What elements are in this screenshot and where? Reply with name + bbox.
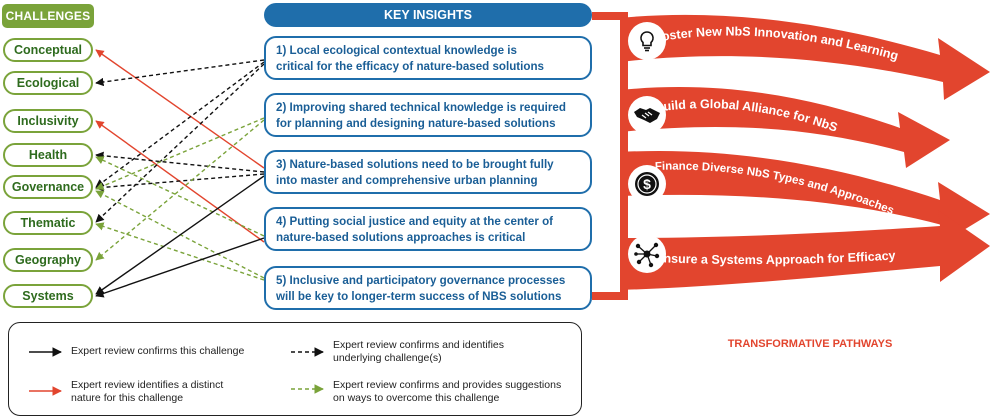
insight-4: 4) Putting social justice and equity at … <box>264 207 592 251</box>
challenges-header: CHALLENGES <box>2 4 94 28</box>
link-green-geography <box>95 119 265 261</box>
pathway-arrow-4 <box>620 210 990 290</box>
handshake-icon <box>628 96 666 134</box>
dollar-icon: $ <box>628 165 666 203</box>
link-solid-systems-2 <box>95 237 265 298</box>
challenge-governance: Governance <box>3 175 93 199</box>
legend-suggestions-line2: on ways to overcome this challenge <box>333 392 500 404</box>
legend-suggestions-line1: Expert review confirms and provides sugg… <box>333 379 562 391</box>
insight-3: 3) Nature-based solutions need to be bro… <box>264 150 592 194</box>
insight-4-line2: nature-based solutions approaches is cri… <box>276 231 526 244</box>
insight-1-line2: critical for the efficacy of nature-base… <box>276 60 545 73</box>
insight-2: 2) Improving shared technical knowledge … <box>264 93 592 137</box>
legend-distinct-line2: nature for this challenge <box>71 392 184 404</box>
challenge-systems: Systems <box>3 284 93 308</box>
svg-text:$: $ <box>643 176 651 192</box>
link-green-governance <box>95 117 265 190</box>
pathway-4-label: Ensure a Systems Approach for Efficacy <box>655 248 896 267</box>
insight-5-line1: 5) Inclusive and participatory governanc… <box>276 274 566 287</box>
insight-2-line2: for planning and designing nature-based … <box>276 117 556 130</box>
challenge-ecological: Ecological <box>3 71 93 95</box>
link-green-health <box>95 156 265 237</box>
link-solid-systems-1 <box>95 175 265 295</box>
insight-3-line2: into master and comprehensive urban plan… <box>276 174 538 187</box>
pathway-arrow-1 <box>620 14 990 101</box>
pathway-arrow-2 <box>620 87 950 168</box>
insight-1: 1) Local ecological contextual knowledge… <box>264 36 592 80</box>
link-dash-governance-2 <box>95 173 265 192</box>
insight-1-line1: 1) Local ecological contextual knowledge… <box>276 44 517 57</box>
legend-distinct-line1: Expert review identifies a distinct <box>71 379 224 391</box>
legend-underlying-line1: Expert review confirms and identifies <box>333 339 504 351</box>
svg-text:Ensure a Systems Approach for: Ensure a Systems Approach for Efficacy <box>655 248 896 267</box>
challenge-conceptual: Conceptual <box>3 38 93 62</box>
link-red-conceptual <box>95 49 265 169</box>
legend-underlying-line2: underlying challenge(s) <box>333 352 442 364</box>
legend-symbols <box>29 347 324 396</box>
legend-underlying: Expert review confirms and identifies un… <box>333 339 504 365</box>
insight-5: 5) Inclusive and participatory governanc… <box>264 266 592 310</box>
legend-confirms: Expert review confirms this challenge <box>71 345 245 357</box>
insight-4-line1: 4) Putting social justice and equity at … <box>276 215 554 228</box>
network-icon <box>628 235 666 273</box>
legend-distinct: Expert review identifies a distinct natu… <box>71 379 223 405</box>
pathway-arrow-3 <box>620 150 990 242</box>
challenge-thematic: Thematic <box>3 211 93 235</box>
lightbulb-icon <box>628 22 666 60</box>
challenge-geography: Geography <box>3 248 93 272</box>
legend: Expert review confirms this challenge Ex… <box>8 322 582 416</box>
link-dash-thematic <box>95 63 265 223</box>
insight-5-line2: will be key to longer-term success of NB… <box>276 290 562 303</box>
challenge-inclusivity: Inclusivity <box>3 109 93 133</box>
legend-suggestions: Expert review confirms and provides sugg… <box>333 379 561 405</box>
link-green-thematic <box>95 222 265 281</box>
insight-2-line1: 2) Improving shared technical knowledge … <box>276 101 566 114</box>
insight-3-line1: 3) Nature-based solutions need to be bro… <box>276 158 554 171</box>
key-insights-header: KEY INSIGHTS <box>264 3 592 27</box>
link-dash-ecological <box>95 59 265 87</box>
link-dash-health <box>95 151 265 173</box>
transformative-pathways-label: TRANSFORMATIVE PATHWAYS <box>727 338 893 350</box>
challenge-health: Health <box>3 143 93 167</box>
